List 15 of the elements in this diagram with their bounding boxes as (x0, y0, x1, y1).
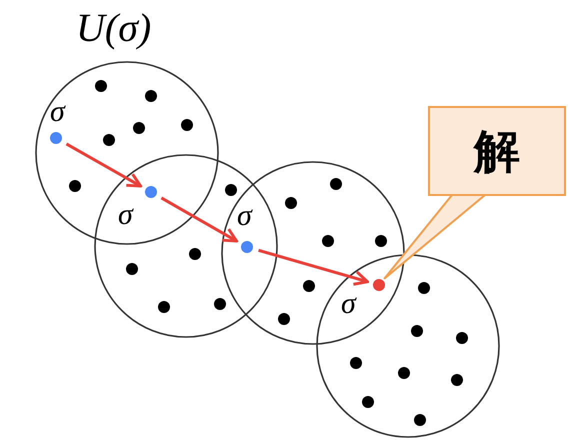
arrow (258, 248, 369, 286)
callout-box (428, 106, 566, 196)
point-label: σ (237, 201, 252, 231)
callout-text: 解 (474, 128, 520, 174)
point-dot (50, 132, 62, 144)
point-label: σ (341, 289, 356, 319)
point-dot (145, 186, 157, 198)
arrow (160, 196, 238, 242)
point-dot (241, 241, 253, 253)
arrow (66, 142, 142, 188)
set-label: U(σ) (76, 8, 152, 48)
callout-pointer (383, 194, 488, 280)
point-label: σ (118, 200, 133, 230)
point-label: σ (50, 97, 65, 127)
point-dot (373, 279, 385, 291)
